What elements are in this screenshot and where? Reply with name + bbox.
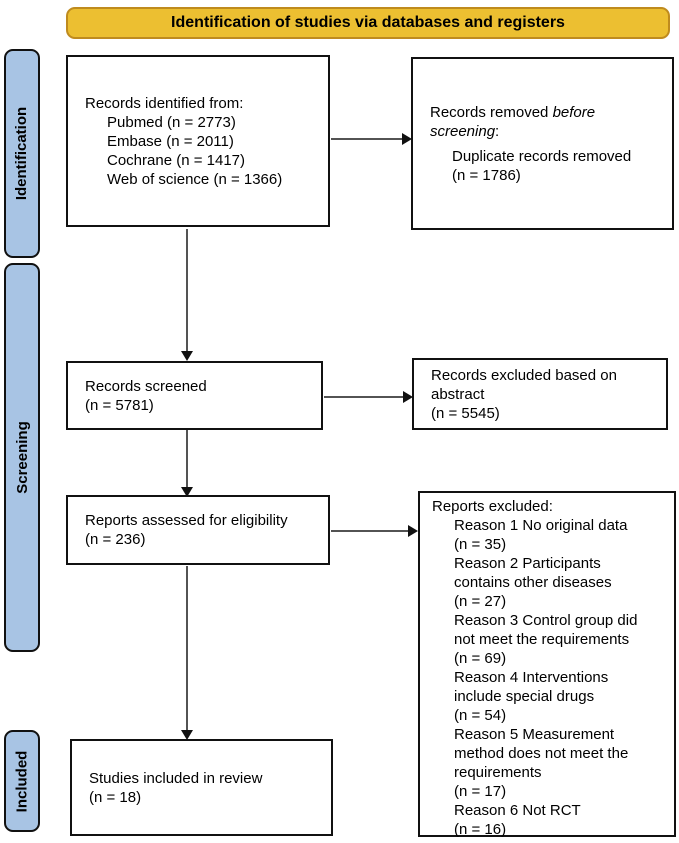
stage-label-identification: Identification xyxy=(4,49,40,258)
stage-label-included: Included xyxy=(4,730,40,832)
arrowhead-down-icon xyxy=(181,351,193,361)
text-line: Cochrane (n = 1417) xyxy=(107,151,246,169)
text-line: (n = 1786) xyxy=(452,166,521,184)
text-line: Reason 4 Interventions xyxy=(454,669,609,686)
text-line: Reason 3 Control group did xyxy=(454,612,638,629)
text-line: Reason 1 No original data xyxy=(454,517,628,534)
text-line: include special drugs xyxy=(454,688,595,705)
text-line: screening: xyxy=(430,122,500,140)
text-line: Records screened xyxy=(85,377,207,395)
text-line: Reason 6 Not RCT xyxy=(454,802,581,819)
text-line: Reports excluded: xyxy=(432,498,553,515)
text-line: Reports assessed for eligibility xyxy=(85,512,288,529)
text-line: (n = 69) xyxy=(454,650,507,667)
studies-included-box: Studies included in review (n = 18) xyxy=(70,739,333,836)
text-line: Records removed before xyxy=(430,103,596,121)
text-line: (n = 17) xyxy=(454,783,507,800)
reports-excluded-box: Reports excluded: Reason 1 No original d… xyxy=(418,491,676,838)
text-line: Pubmed (n = 2773) xyxy=(107,113,236,131)
banner-identification-of-studies: Identification of studies via databases … xyxy=(66,7,670,39)
arrowhead-right-icon xyxy=(408,525,418,537)
stage-label-screening: Screening xyxy=(4,263,40,652)
text-line: not meet the requirements xyxy=(454,631,630,648)
text-line: contains other diseases xyxy=(454,574,612,591)
text-line: (n = 5545) xyxy=(431,404,500,422)
records-identified-box: Records identified from: Pubmed (n = 277… xyxy=(66,55,330,227)
text-line: Embase (n = 2011) xyxy=(107,132,234,150)
text-line: Reason 2 Participants xyxy=(454,555,601,572)
text-line: Reason 5 Measurement xyxy=(454,726,615,743)
text-line: (n = 16) xyxy=(454,821,507,838)
text-line: abstract xyxy=(431,385,485,403)
text-line: (n = 35) xyxy=(454,536,507,553)
text-line: Records excluded based on xyxy=(431,366,617,384)
text-line: Studies included in review xyxy=(89,769,263,787)
records-excluded-abstract-box: Records excluded based on abstract (n = … xyxy=(412,358,668,430)
text-line: requirements xyxy=(454,764,542,781)
text-line: (n = 18) xyxy=(89,788,142,806)
text-line: method does not meet the xyxy=(454,745,629,762)
text-line: Records identified from: xyxy=(85,94,244,112)
text-line: (n = 236) xyxy=(85,531,146,548)
text-line: Duplicate records removed xyxy=(452,147,632,165)
records-removed-box: Records removed before screening: Duplic… xyxy=(411,57,674,230)
text-line: Web of science (n = 1366) xyxy=(107,170,283,188)
text-line: (n = 27) xyxy=(454,593,507,610)
records-screened-box: Records screened (n = 5781) xyxy=(66,361,323,430)
text-line: (n = 5781) xyxy=(85,396,154,414)
text-line: (n = 54) xyxy=(454,707,507,724)
reports-assessed-box: Reports assessed for eligibility (n = 23… xyxy=(66,495,330,565)
